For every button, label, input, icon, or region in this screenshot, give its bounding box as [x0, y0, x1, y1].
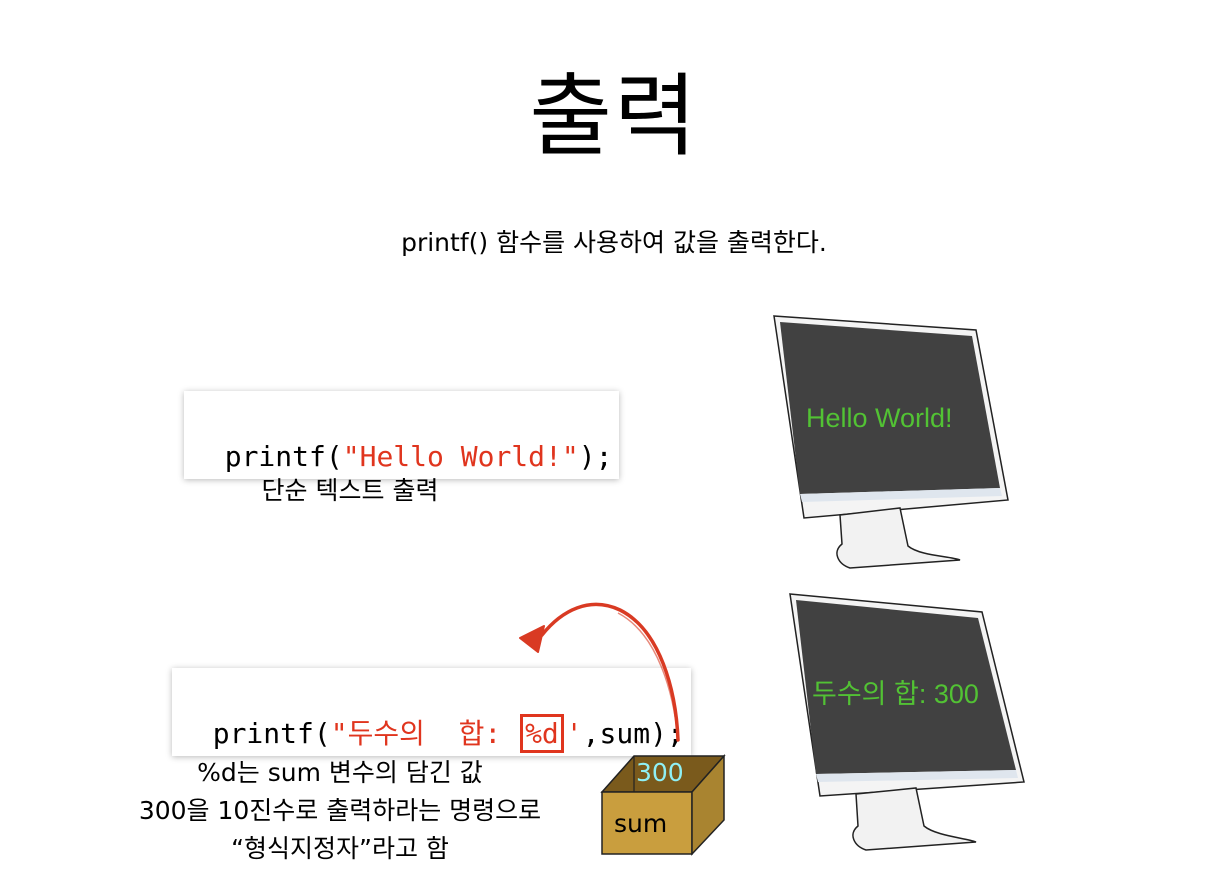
- box-label: sum: [614, 809, 668, 838]
- variable-box-icon: [600, 754, 726, 856]
- monitor-icon: [789, 593, 1025, 851]
- code-string: "Hello World!": [342, 440, 579, 473]
- curved-arrow-icon: [519, 602, 680, 742]
- caption-line: 300을 10진수로 출력하라는 명령으로: [138, 796, 542, 825]
- code-prefix: printf(: [224, 440, 343, 473]
- slide-subtitle: printf() 함수를 사용하여 값을 출력한다.: [401, 228, 827, 257]
- code-snippet-sum: printf("두수의 합: %d',sum);: [172, 668, 691, 756]
- caption-format-specifier: %d는 sum 변수의 담긴 값 300을 10진수로 출력하라는 명령으로 “…: [60, 754, 620, 868]
- code-suffix: );: [578, 440, 613, 473]
- code-string-close: ': [565, 717, 583, 750]
- slide-title: 출력: [529, 64, 699, 169]
- caption-simple-text: 단순 텍스트 출력: [261, 476, 439, 505]
- code-string-open: "두수의 합:: [330, 717, 519, 750]
- code-snippet-hello: printf("Hello World!");: [184, 391, 620, 479]
- code-suffix: ,sum);: [582, 717, 684, 750]
- code-prefix: printf(: [212, 717, 331, 750]
- monitor-icon: [773, 315, 1009, 569]
- box-value: 300: [636, 758, 684, 787]
- format-specifier: %d: [520, 714, 564, 753]
- caption-line: “형식지정자”라고 함: [231, 834, 449, 863]
- screen-output-hello: Hello World!: [806, 403, 953, 433]
- caption-line: %d는 sum 변수의 담긴 값: [197, 758, 483, 787]
- screen-output-sum: 두수의 합: 300: [812, 679, 979, 709]
